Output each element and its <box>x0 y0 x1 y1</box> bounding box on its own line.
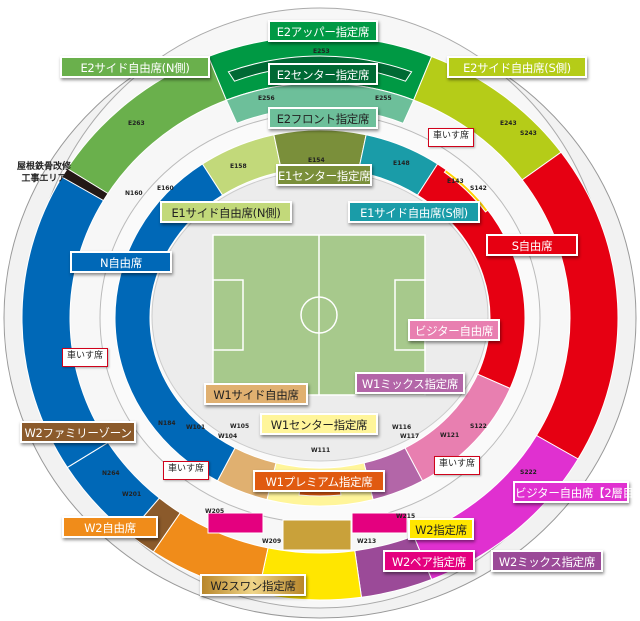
section-code: S222 <box>520 469 537 476</box>
section-code: E160 <box>157 185 174 192</box>
section-code: W213 <box>357 538 377 545</box>
w2-pair-sector <box>207 512 264 534</box>
section-code: W215 <box>396 513 416 520</box>
section-code: E148 <box>393 160 410 167</box>
section-code: W104 <box>218 433 238 440</box>
label-e1-side-s[interactable]: E1サイド自由席(S側) <box>348 201 480 223</box>
wheelchair-seat-label[interactable]: 車いす席 <box>428 128 475 147</box>
label-visitor-free[interactable]: ビジター自由席 <box>408 319 500 341</box>
label-e2-side-n[interactable]: E2サイド自由席(N側) <box>60 56 210 78</box>
penalty-area-right <box>394 279 426 351</box>
section-code: E253 <box>313 48 330 55</box>
construction-area-sector <box>61 167 109 202</box>
section-code: E143 <box>447 178 464 185</box>
section-code: N184 <box>158 420 176 427</box>
label-e1-side-n[interactable]: E1サイド自由席(N側) <box>160 201 292 223</box>
section-code: E255 <box>375 95 392 102</box>
section-code: W117 <box>400 433 420 440</box>
label-w2-family[interactable]: W2ファミリーゾーン <box>20 421 136 443</box>
section-code: S142 <box>470 185 487 192</box>
construction-area-note: 屋根鉄骨改修 工事エリア <box>16 162 71 184</box>
label-w1-center[interactable]: W1センター指定席 <box>260 413 378 435</box>
wheelchair-seat-label[interactable]: 車いす席 <box>62 348 109 367</box>
section-code: E154 <box>308 157 325 164</box>
w2-pair-sector <box>351 512 408 534</box>
center-circle <box>300 296 338 334</box>
label-visitor-free-2f[interactable]: ビジター自由席【2層目】 <box>513 481 640 503</box>
wheelchair-seat-label[interactable]: 車いす席 <box>434 456 481 475</box>
section-code: E256 <box>258 95 275 102</box>
section-code: S243 <box>520 130 537 137</box>
section-code: W111 <box>311 447 331 454</box>
section-code: N160 <box>125 190 143 197</box>
label-w1-mix[interactable]: W1ミックス指定席 <box>355 372 465 394</box>
label-w2-reserved[interactable]: W2指定席 <box>408 518 474 540</box>
label-s-free[interactable]: S自由席 <box>486 234 578 256</box>
section-code: W116 <box>392 424 412 431</box>
label-e2-side-s[interactable]: E2サイド自由席(S側) <box>447 56 587 78</box>
section-code: W105 <box>230 423 250 430</box>
section-code: W205 <box>205 508 225 515</box>
label-e2-front[interactable]: E2フロント指定席 <box>268 107 378 129</box>
section-code: E243 <box>500 120 517 127</box>
label-n-free[interactable]: N自由席 <box>70 251 172 273</box>
label-w2-free[interactable]: W2自由席 <box>62 516 158 538</box>
label-e2-center[interactable]: E2センター指定席 <box>268 63 378 85</box>
section-code: E263 <box>128 120 145 127</box>
section-code: W209 <box>262 538 282 545</box>
section-code: W101 <box>186 424 206 431</box>
section-code: E158 <box>230 163 247 170</box>
label-w2-swan[interactable]: W2スワン指定席 <box>200 574 306 596</box>
wheelchair-seat-label[interactable]: 車いす席 <box>163 461 210 480</box>
n-free-lower-sector <box>114 163 236 482</box>
label-w1-side[interactable]: W1サイド自由席 <box>204 383 308 405</box>
section-code: S122 <box>470 423 487 430</box>
label-e1-center[interactable]: E1センター指定席 <box>276 164 372 186</box>
label-w2-mix[interactable]: W2ミックス指定席 <box>491 550 603 572</box>
section-code: N264 <box>102 470 120 477</box>
label-w1-premium[interactable]: W1プレミアム指定席 <box>253 470 385 492</box>
w2-swan-sector <box>282 519 352 551</box>
section-code: W201 <box>122 491 142 498</box>
label-w2-pair[interactable]: W2ペア指定席 <box>383 550 475 572</box>
section-code: W121 <box>440 432 460 439</box>
penalty-area-left <box>212 279 244 351</box>
label-e2-upper[interactable]: E2アッパー指定席 <box>268 20 378 42</box>
